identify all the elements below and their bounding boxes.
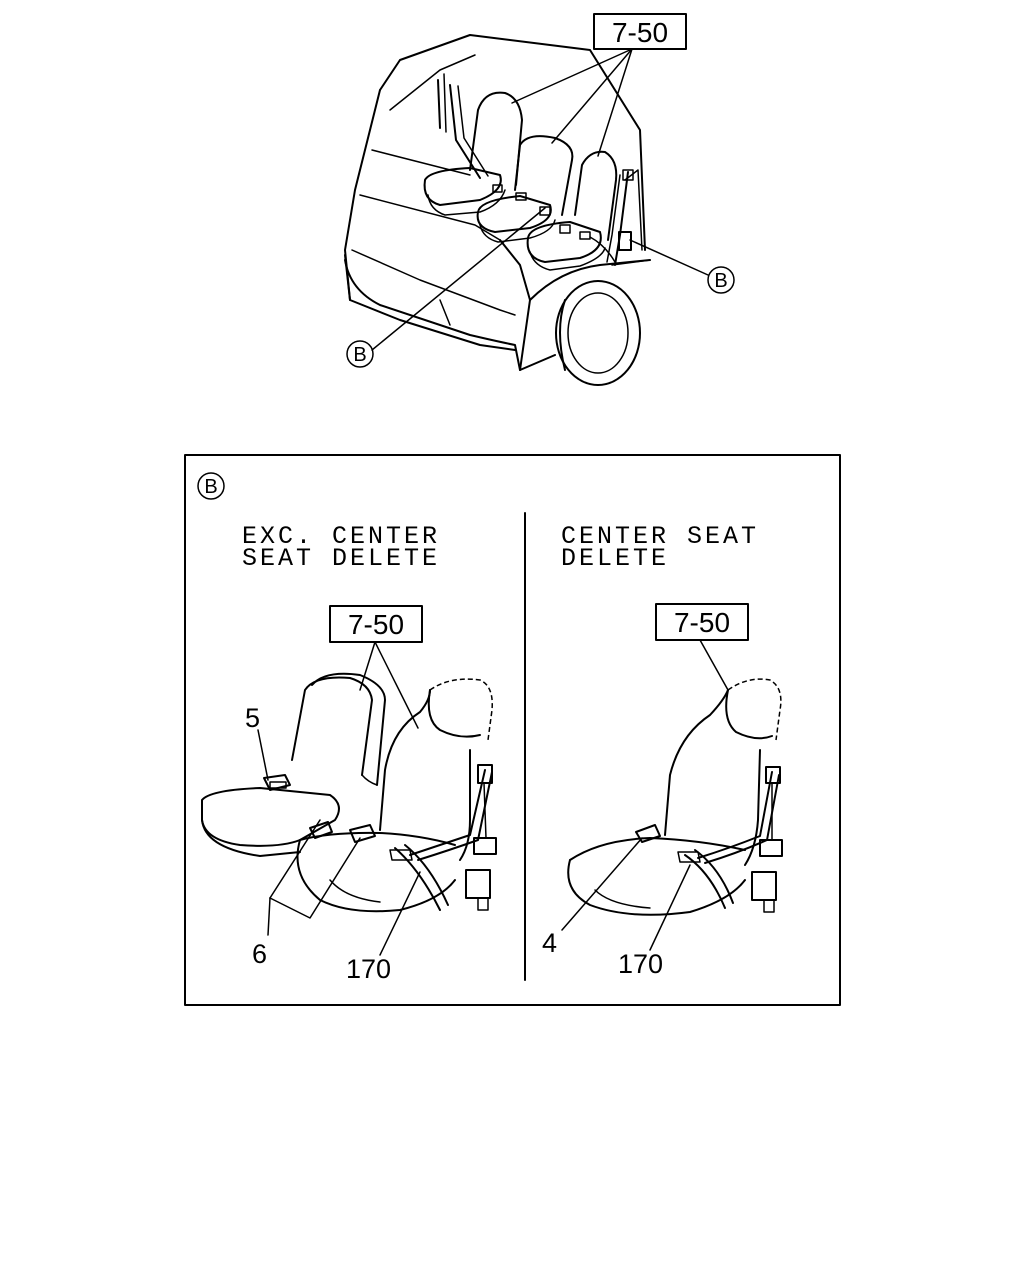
svg-text:7-50: 7-50 <box>348 609 404 640</box>
left-part-5: 5 <box>245 703 260 733</box>
overview-callout-left: B <box>346 340 374 368</box>
cab-overview-illustration <box>344 34 651 386</box>
overview-callout-right: B <box>707 266 735 294</box>
left-caption-line2: SEAT DELETE <box>242 544 440 573</box>
svg-text:7-50: 7-50 <box>674 607 730 638</box>
left-ref-box: 7-50 <box>329 605 423 643</box>
right-part-170: 170 <box>618 949 663 979</box>
right-caption-line2: DELETE <box>561 544 669 573</box>
right-caption-line1: CENTER SEAT <box>561 522 759 551</box>
overview-ref-label: 7-50 <box>612 17 668 48</box>
overview-ref-box: 7-50 <box>593 13 687 50</box>
left-seat-illustration <box>201 672 497 913</box>
detail-frame <box>184 454 841 1006</box>
right-seat-illustration <box>567 678 783 916</box>
detail-callout: B <box>197 472 225 500</box>
left-leader-lines <box>257 641 421 956</box>
left-part-170: 170 <box>346 954 391 984</box>
right-part-4: 4 <box>542 928 557 958</box>
svg-text:B: B <box>353 344 366 366</box>
right-leader-lines <box>561 639 729 951</box>
svg-text:B: B <box>714 270 727 292</box>
left-caption-line1: EXC. CENTER <box>242 522 440 551</box>
svg-text:B: B <box>204 476 217 498</box>
overview-leader-lines <box>371 48 709 351</box>
right-ref-box: 7-50 <box>655 603 749 641</box>
left-part-6: 6 <box>252 939 267 969</box>
